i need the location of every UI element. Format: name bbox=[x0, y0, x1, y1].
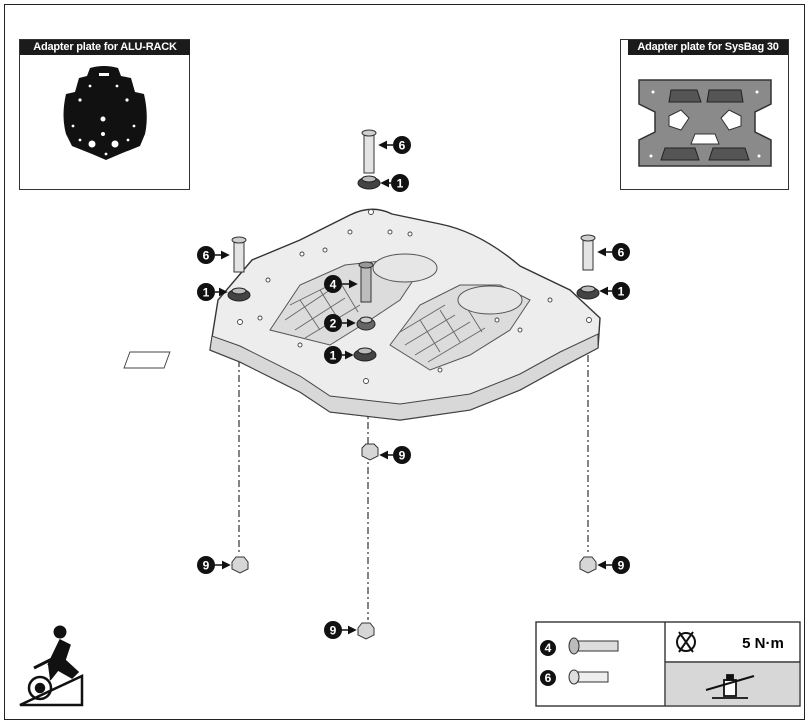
motorcycle-rider-icon bbox=[19, 625, 84, 707]
torque-part-a: 4 bbox=[545, 641, 552, 655]
svg-text:1: 1 bbox=[203, 286, 210, 300]
torque-info-box: 4 6 5 N·m bbox=[535, 621, 801, 707]
svg-text:1: 1 bbox=[618, 285, 625, 299]
base-plate bbox=[123, 208, 601, 421]
svg-text:9: 9 bbox=[203, 559, 210, 573]
inset-alu-rack-title: Adapter plate for ALU-RACK bbox=[20, 40, 190, 55]
callout-right-bushing: 1 bbox=[599, 282, 630, 300]
svg-text:1: 1 bbox=[330, 349, 337, 363]
svg-text:6: 6 bbox=[203, 249, 210, 263]
page-frame bbox=[4, 4, 805, 720]
bolt-top bbox=[361, 129, 377, 174]
inset-sysbag: Adapter plate for SysBag 30 bbox=[620, 39, 789, 190]
callout-center-bolt: 4 bbox=[324, 275, 358, 293]
nuts bbox=[231, 443, 597, 640]
torque-part-b: 6 bbox=[545, 671, 552, 685]
bolt-right bbox=[580, 234, 596, 271]
svg-text:6: 6 bbox=[618, 246, 625, 260]
callout-top-bolt: 6 bbox=[378, 136, 411, 154]
rubber-bushings bbox=[227, 175, 600, 362]
svg-text:2: 2 bbox=[330, 317, 337, 331]
callout-left-bushing: 1 bbox=[197, 283, 228, 301]
no-threadlocker-icon bbox=[705, 674, 755, 699]
callout-right-nut: 9 bbox=[597, 556, 630, 574]
callout-left-nut: 9 bbox=[197, 556, 231, 574]
callout-right-bolt: 6 bbox=[597, 243, 630, 261]
svg-text:9: 9 bbox=[399, 449, 406, 463]
inset-alu-rack: Adapter plate for ALU-RACK bbox=[19, 39, 190, 190]
callout-bottom-nut: 9 bbox=[324, 621, 357, 639]
callout-top-bolt-num: 6 bbox=[399, 139, 406, 153]
torque-value: 5 N·m bbox=[742, 635, 784, 652]
svg-text:1: 1 bbox=[397, 177, 404, 191]
callout-center-nut: 9 bbox=[379, 446, 411, 464]
alu-rack-adapter-plate-image bbox=[63, 66, 147, 160]
torque-wrench-icon bbox=[676, 631, 696, 653]
inset-sysbag-title: Adapter plate for SysBag 30 bbox=[628, 40, 788, 55]
sysbag-adapter-plate-image bbox=[638, 79, 772, 167]
bolt-left bbox=[231, 236, 247, 273]
callout-center-spacer: 2 bbox=[324, 314, 356, 332]
svg-text:9: 9 bbox=[618, 559, 625, 573]
svg-text:9: 9 bbox=[330, 624, 337, 638]
callout-top-bushing: 1 bbox=[380, 174, 409, 192]
svg-text:4: 4 bbox=[330, 278, 337, 292]
axis-lines bbox=[238, 325, 589, 620]
bolt-center bbox=[358, 261, 374, 303]
callout-center-bushing: 1 bbox=[324, 346, 354, 364]
callout-left-bolt: 6 bbox=[197, 246, 230, 264]
